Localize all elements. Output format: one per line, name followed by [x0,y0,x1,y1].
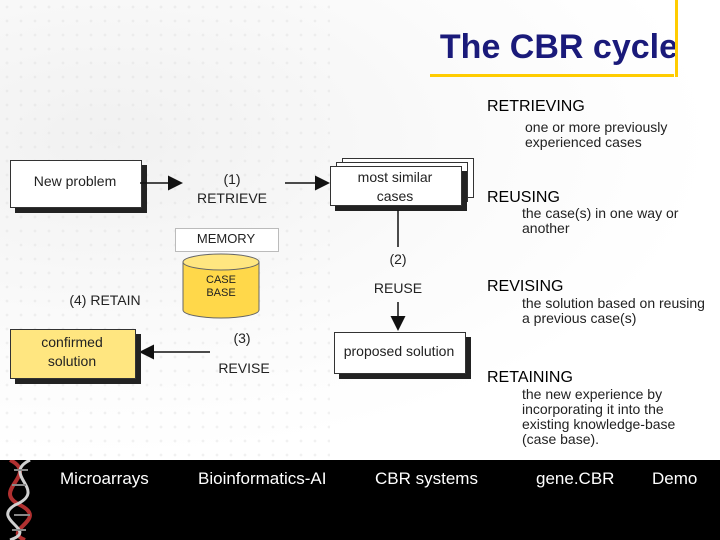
retaining-text: the new experience by incorporating it i… [522,386,676,447]
memory-label: MEMORY [196,231,256,246]
case-base-label: CASE BASE [206,274,236,299]
diagram-graphics [139,175,406,360]
retrieve-label: (1) RETRIEVE [196,171,267,206]
page-number: 9/26 [680,441,712,458]
confirmed-solution-label: confirmed solution [41,334,103,369]
proposed-solution-box [334,332,466,374]
most-similar-label: most similar cases [357,169,433,204]
footer-item-demo[interactable]: Demo [652,469,698,488]
footer-bar [0,460,720,540]
reusing-text: the case(s) in one way or another [522,205,679,236]
new-problem-box: New problem [10,160,142,208]
reuse-label: REUSE [373,280,423,296]
footer-item-cbr-systems[interactable]: CBR systems [375,469,478,488]
confirmed-solution-box [10,329,136,379]
revising-text: the solution based on reusing a previous… [522,295,705,326]
retrieving-text: one or more previously experienced cases [525,119,668,150]
dna-helix-icon [6,460,32,540]
new-problem-label: New problem [33,173,117,189]
slide-title: The CBR cycle [439,28,678,66]
footer-item-microarrays[interactable]: Microarrays [60,469,149,488]
revise-label: REVISE [218,360,270,376]
step2-label: (2) [389,251,407,267]
retaining-heading: RETAINING [487,369,573,386]
retrieving-heading: RETRIEVING [487,98,585,115]
case-base-cylinder [182,253,260,319]
revising-heading: REVISING [487,278,564,295]
step3-label: (3) [233,330,251,346]
most-similar-stack [330,158,480,208]
retain-label: (4) RETAIN [69,292,141,308]
footer-item-genecbr[interactable]: gene.CBR [536,469,615,488]
proposed-solution-label: proposed solution [343,343,455,359]
memory-region [175,228,279,252]
title-accent-bar [675,0,678,77]
reusing-heading: REUSING [487,189,560,206]
footer-item-bioinformatics-ai[interactable]: Bioinformatics-AI [198,469,327,488]
title-underline [430,74,674,77]
